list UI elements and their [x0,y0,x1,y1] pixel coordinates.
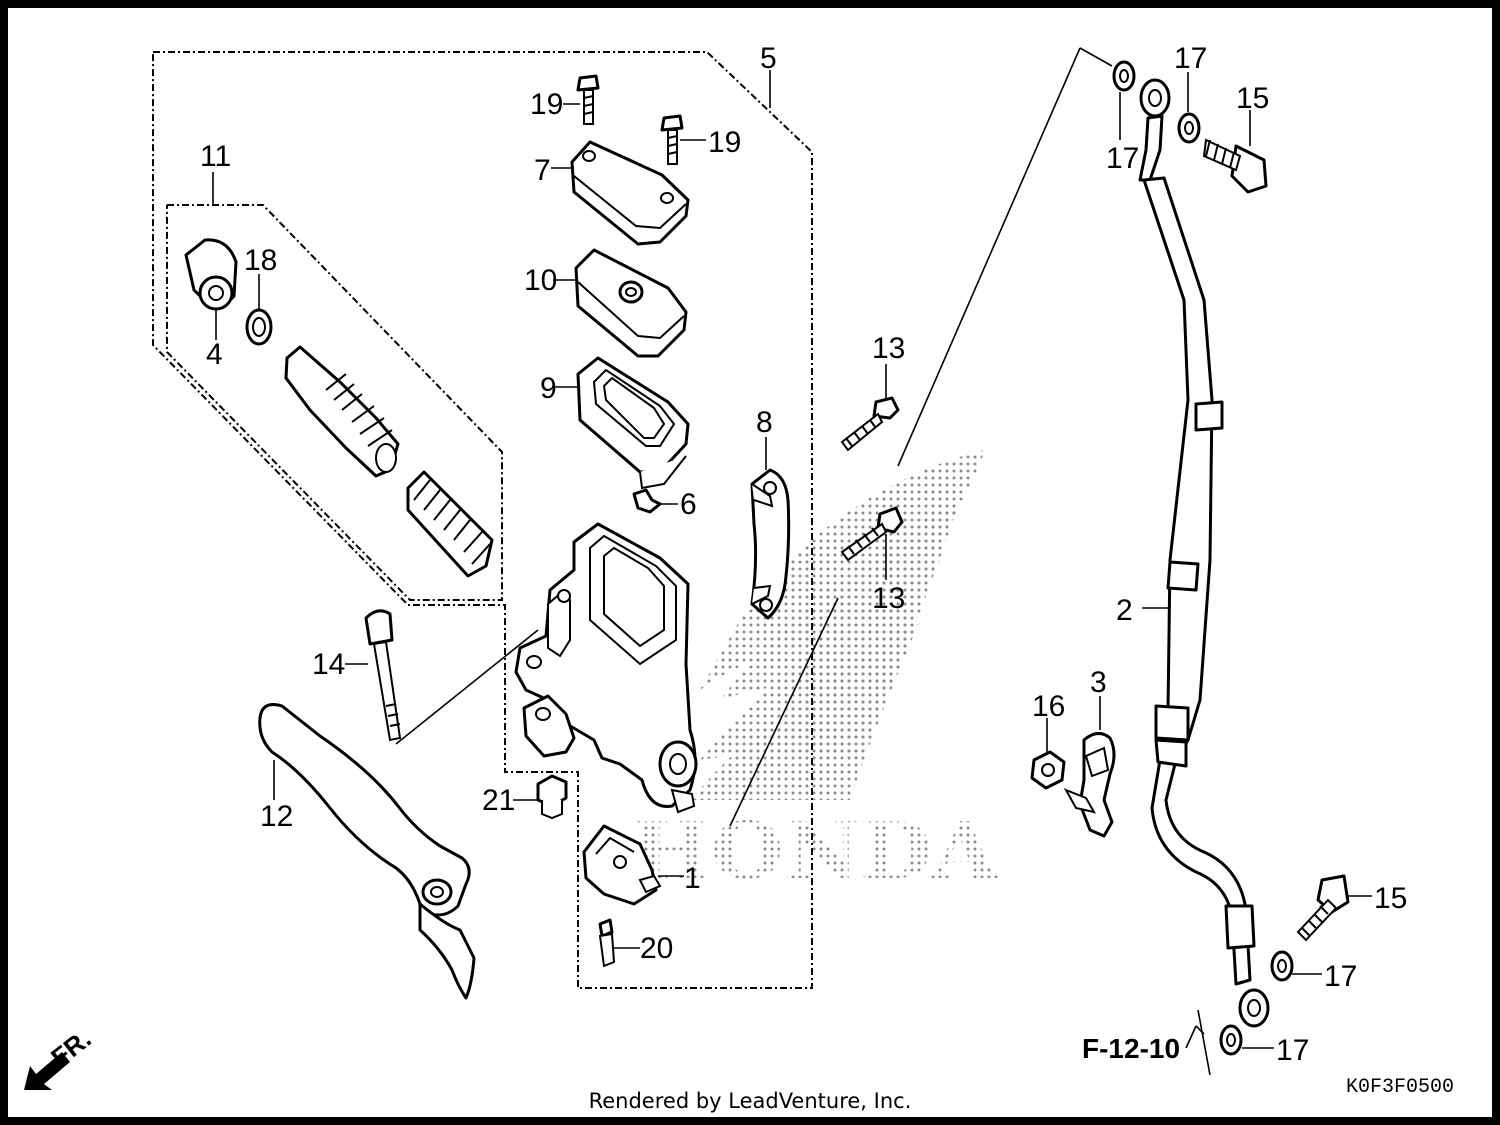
boot-4 [184,238,238,311]
callout-11: 11 [200,140,231,173]
callout-numbers: 5 19 19 7 10 9 6 8 11 18 4 14 12 21 1 20… [200,42,1407,1067]
nut-21 [536,774,568,820]
callout-1: 1 [684,862,701,895]
screw-20 [598,918,616,968]
piston-set-11-outline [166,204,503,601]
callout-15-bottom: 15 [1374,882,1407,915]
bolt-13-lower [840,506,904,562]
callout-14: 14 [312,648,345,681]
callout-19-left: 19 [530,88,563,121]
callout-20: 20 [640,932,673,965]
callout-21: 21 [482,784,515,817]
front-direction-indicator: FR. [24,1023,97,1090]
callout-16: 16 [1032,690,1065,723]
spring [406,470,494,578]
circlip-18 [245,308,273,346]
piston [284,345,400,478]
callout-19-right: 19 [708,126,741,159]
banjo-bolt-15-top [1202,138,1268,194]
reference-label: F-12-10 [1082,1033,1180,1064]
cap-6 [632,488,662,514]
callout-17-bottom-lower: 17 [1276,1034,1309,1067]
callout-9: 9 [540,372,557,405]
pivot-bolt-14 [364,609,402,742]
callout-2: 2 [1116,594,1133,627]
leader-lines [212,47,1372,1076]
diaphragm-9 [576,356,690,490]
banjo-bolt-15-bottom [1296,874,1350,942]
washer-17-top-left [1112,60,1136,92]
callout-15-top: 15 [1236,82,1269,115]
callout-17-top-right: 17 [1174,42,1207,75]
diagram-code: K0F3F0500 [1346,1076,1454,1099]
plate-10 [574,248,688,358]
honda-watermark-text: HONDA [632,806,999,897]
washer-17-bottom-upper [1270,950,1294,982]
clamp-3 [1063,732,1116,838]
master-cylinder-body [514,522,698,814]
callout-17-top-left: 17 [1106,142,1139,175]
callout-17-bottom-upper: 17 [1324,960,1357,993]
callout-5: 5 [760,42,777,75]
holder-8 [750,468,791,620]
brake-lever-12 [258,703,476,1000]
callout-6: 6 [680,488,697,521]
honda-wing-watermark: HONDA [632,450,999,897]
callout-10: 10 [524,264,557,297]
assembly-5-outline [152,51,813,989]
footer-credit: Rendered by LeadVenture, Inc. [588,1089,912,1113]
callout-18: 18 [244,244,277,277]
callout-8: 8 [756,406,773,439]
washer-17-bottom-lower [1219,1024,1243,1056]
nut-16 [1030,750,1066,790]
callout-13-lower: 13 [872,582,905,615]
switch-1 [582,824,662,906]
callout-3: 3 [1090,666,1107,699]
callout-4: 4 [206,338,223,371]
callout-7: 7 [534,154,551,187]
reservoir-cap-7 [570,140,690,246]
washer-17-top-right [1177,112,1201,144]
callout-13-upper: 13 [872,332,905,365]
screw-19-left [576,74,600,125]
bolt-13-upper [840,396,900,452]
screw-19-right [660,114,684,165]
callout-12: 12 [260,800,293,833]
brake-hose-2 [1138,78,1270,1028]
